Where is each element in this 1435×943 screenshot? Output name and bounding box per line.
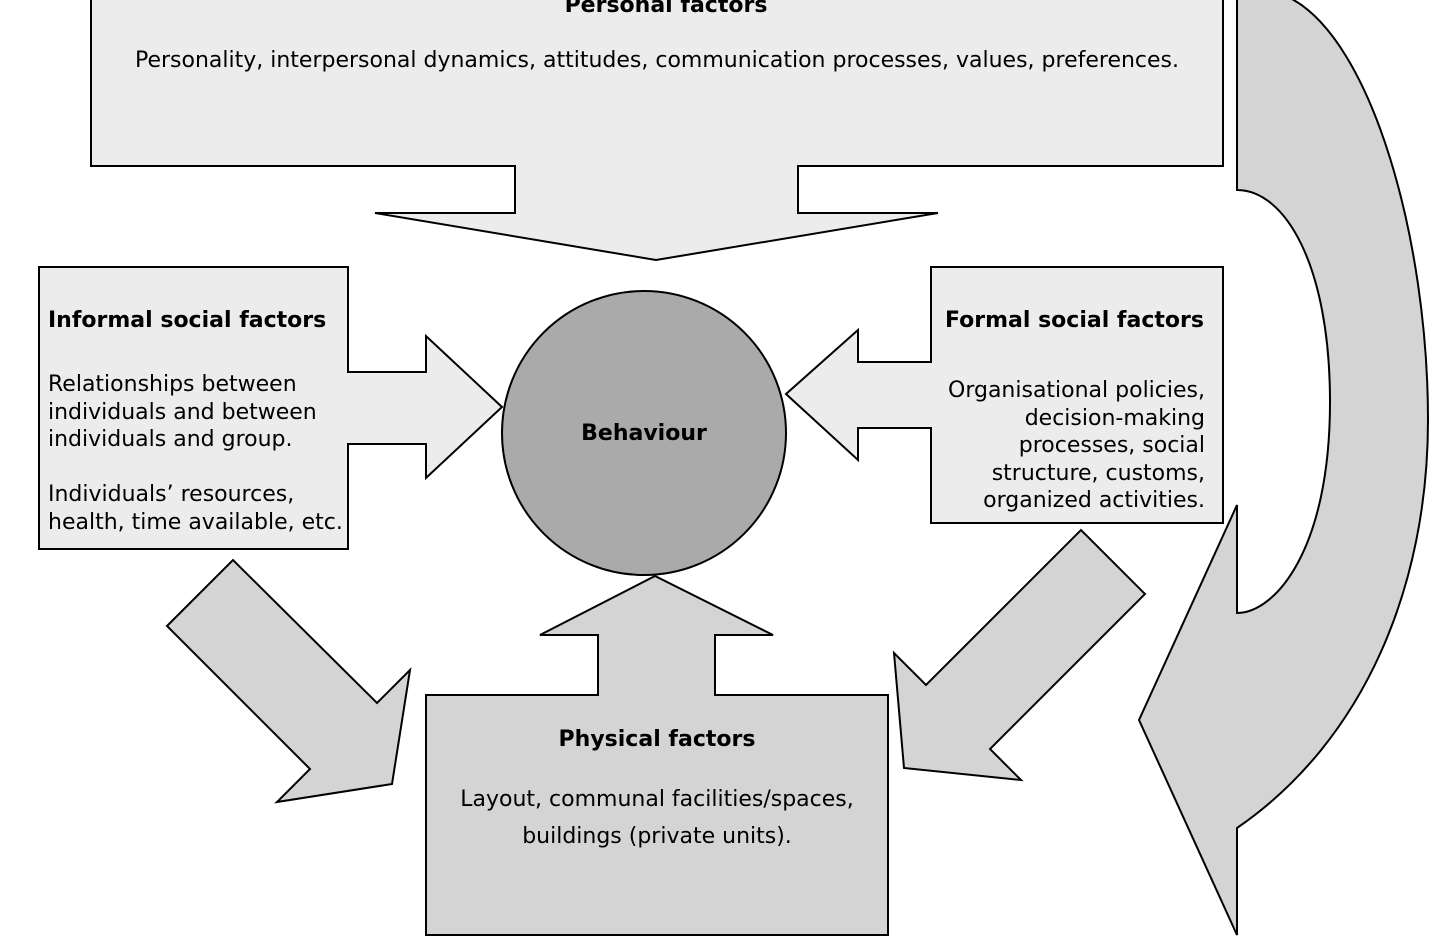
physical-line: Layout, communal facilities/spaces, bbox=[460, 787, 854, 812]
physical-factors-title: Physical factors bbox=[558, 727, 756, 752]
informal-factors-relationships: Relationships between individuals and be… bbox=[48, 371, 317, 454]
physical-factors-description: Layout, communal facilities/spaces, buil… bbox=[426, 781, 888, 855]
physical-factors-arrow-shape bbox=[425, 574, 889, 936]
informal-line: Individuals’ resources, bbox=[48, 482, 295, 507]
informal-factors-title: Informal social factors bbox=[48, 308, 327, 333]
informal-factors-resources: Individuals’ resources, health, time ava… bbox=[48, 481, 343, 536]
personal-to-physical-curved-arrow bbox=[1137, 0, 1430, 936]
formal-line: processes, social bbox=[1018, 433, 1205, 458]
formal-to-physical-arrow bbox=[892, 528, 1147, 782]
formal-line: organized activities. bbox=[983, 488, 1205, 513]
behaviour-label: Behaviour bbox=[581, 421, 707, 446]
personal-factors-description: Personality, interpersonal dynamics, att… bbox=[134, 48, 1180, 73]
personal-factors-title: Personal factors bbox=[564, 0, 768, 18]
personal-factors-arrow-shape bbox=[90, 0, 1224, 262]
informal-line: health, time available, etc. bbox=[48, 509, 343, 535]
formal-to-behaviour-arrow bbox=[784, 327, 932, 463]
formal-line: structure, customs, bbox=[991, 460, 1205, 486]
informal-line: individuals and between bbox=[48, 399, 317, 425]
informal-to-physical-arrow bbox=[165, 558, 412, 804]
formal-factors-box bbox=[930, 266, 1224, 524]
formal-factors-title: Formal social factors bbox=[945, 308, 1204, 333]
informal-factors-box bbox=[38, 266, 349, 550]
informal-to-behaviour-arrow bbox=[347, 333, 504, 481]
behaviour-circle bbox=[501, 290, 787, 576]
formal-factors-description: Organisational policies, decision-making… bbox=[931, 377, 1205, 515]
physical-line: buildings (private units). bbox=[522, 824, 792, 849]
formal-line: decision-making bbox=[1024, 405, 1205, 431]
informal-line: Relationships between bbox=[48, 372, 297, 397]
informal-line: individuals and group. bbox=[48, 427, 293, 452]
formal-line: Organisational policies, bbox=[948, 378, 1205, 403]
